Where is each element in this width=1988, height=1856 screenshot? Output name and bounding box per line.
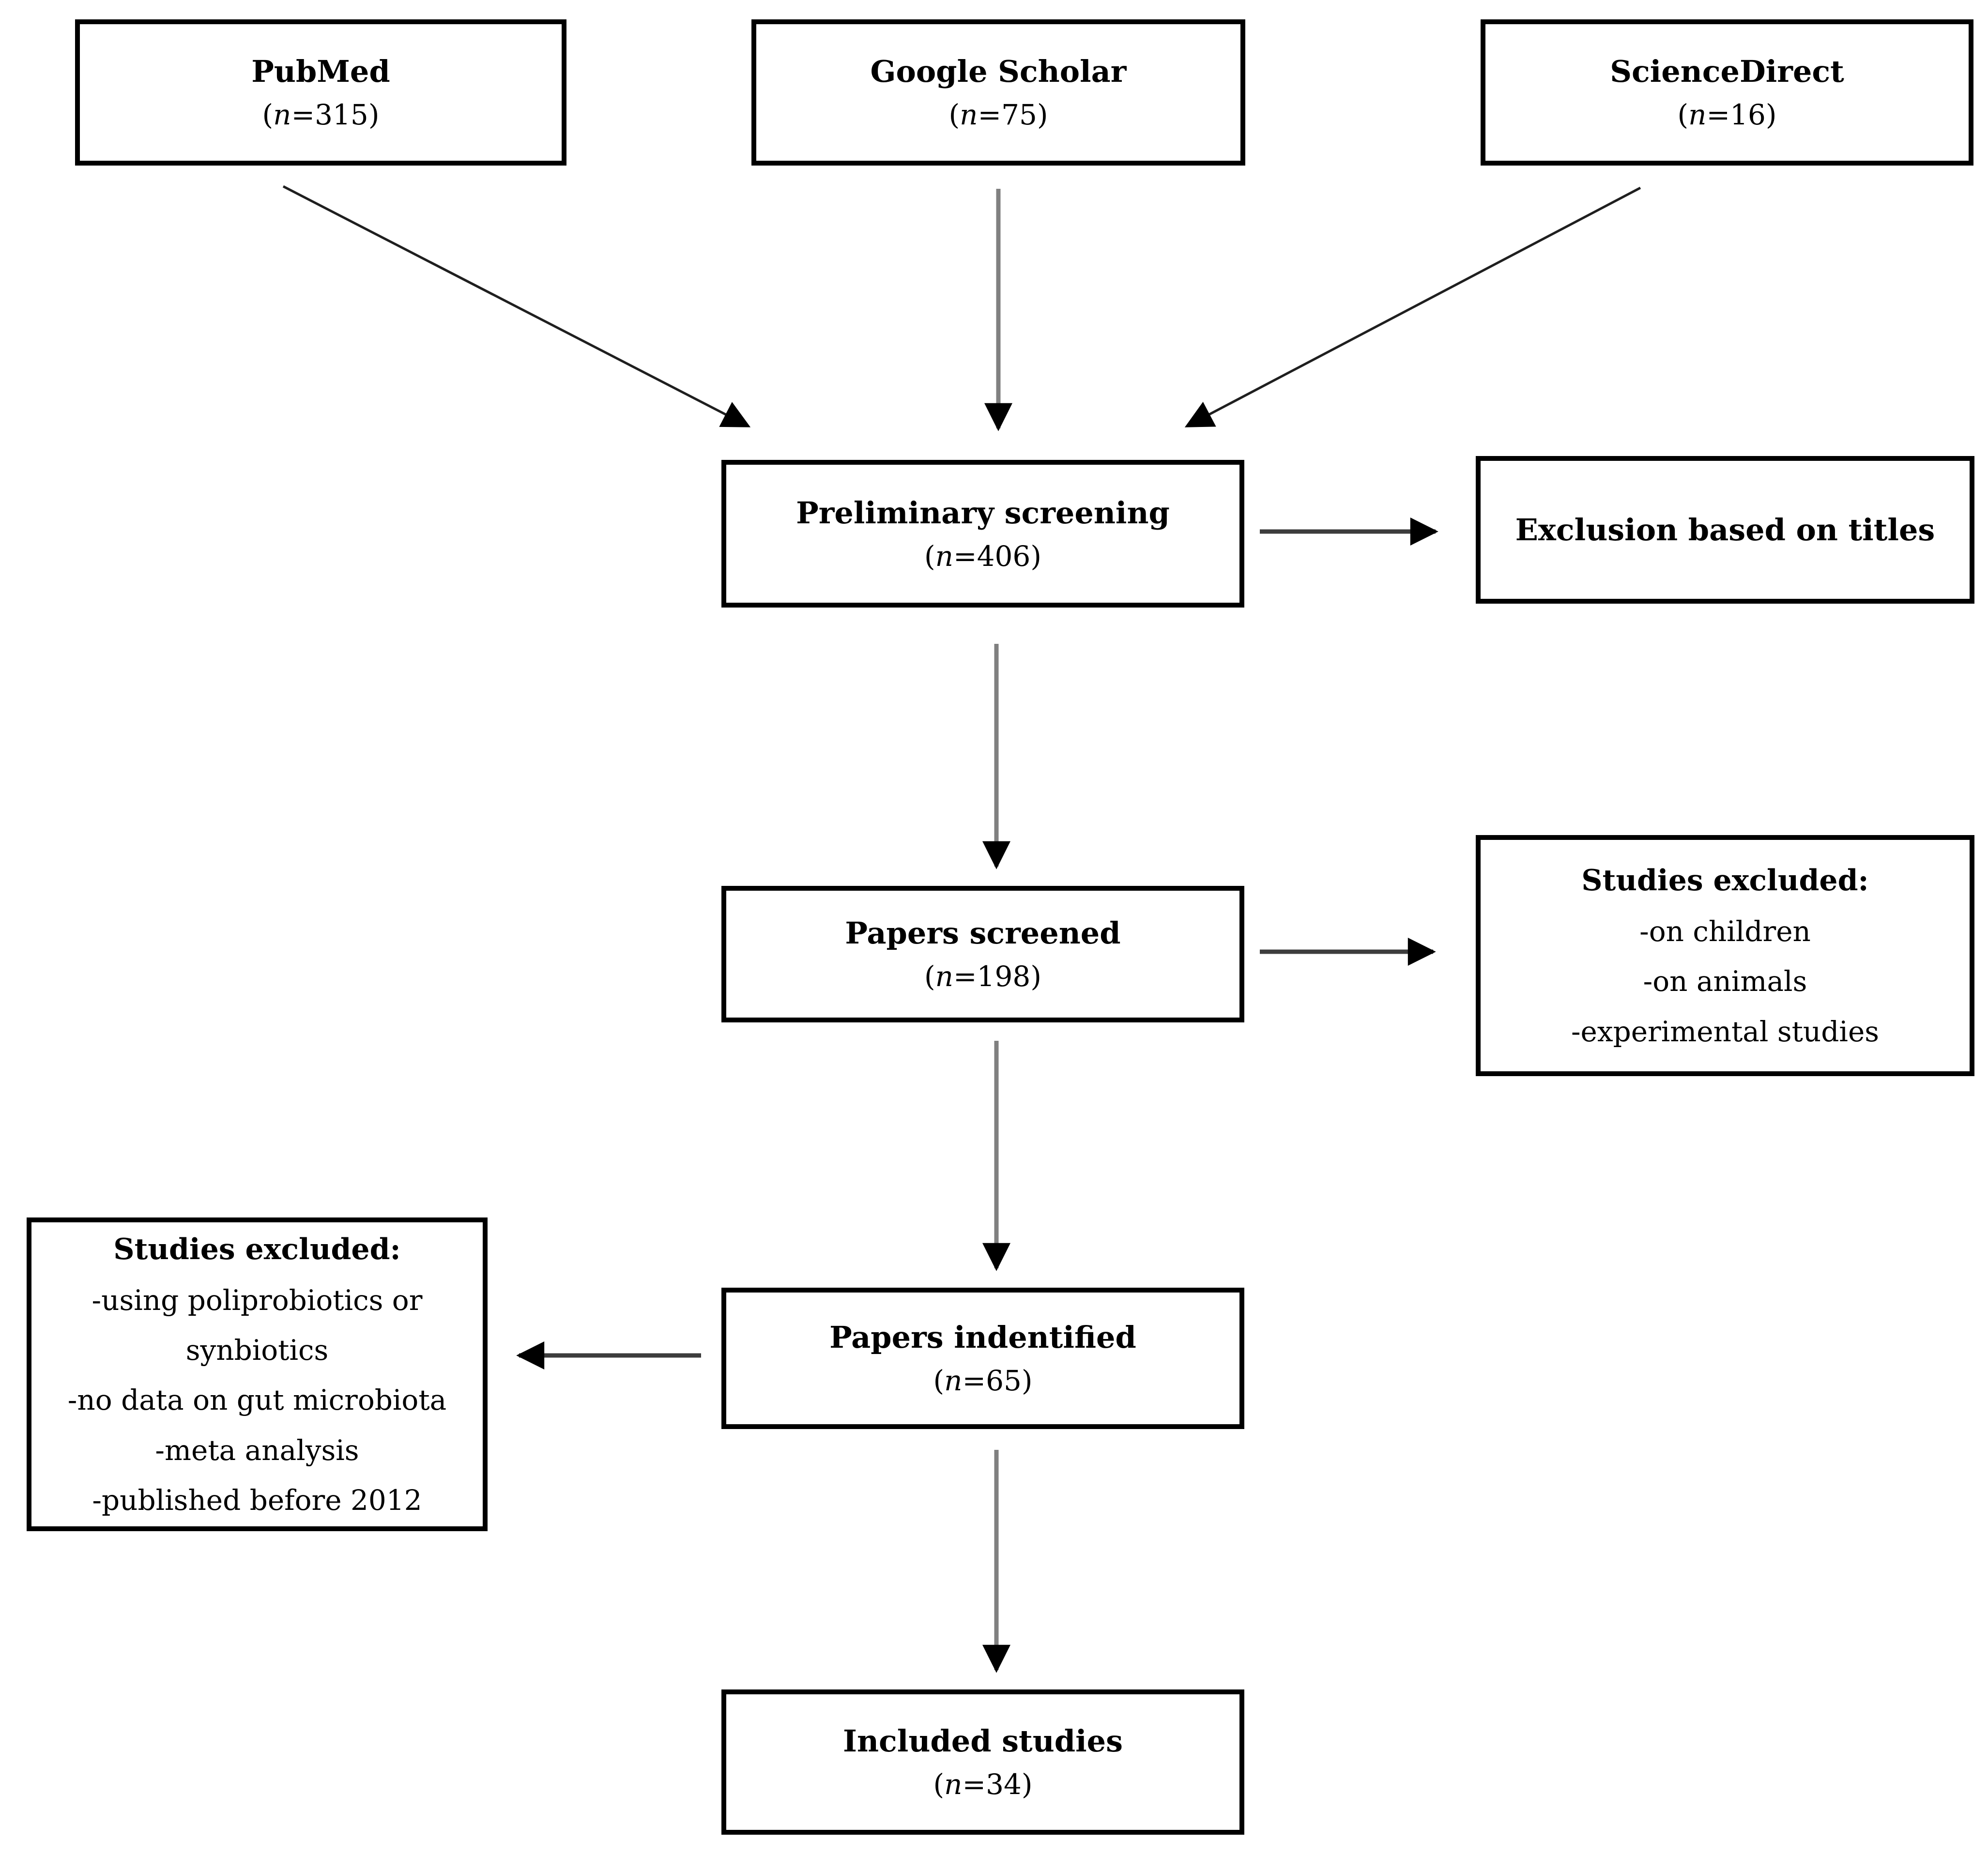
box-pubmed-count: (n=315): [262, 98, 380, 131]
box-exclusion-based-on-titles-title: Exclusion based on titles: [1515, 512, 1935, 548]
box-included-studies-title: Included studies: [842, 1723, 1123, 1759]
box-science-direct: ScienceDirect (n=16): [1481, 19, 1973, 166]
excluded-left-item: -no data on gut microbiota: [67, 1384, 447, 1417]
box-studies-excluded-right: Studies excluded: -on children -on anima…: [1476, 835, 1974, 1076]
box-papers-screened-title: Papers screened: [845, 915, 1121, 951]
box-exclusion-based-on-titles: Exclusion based on titles: [1476, 456, 1974, 604]
box-preliminary-screening-count: (n=406): [924, 539, 1041, 573]
box-papers-identified-title: Papers indentified: [829, 1320, 1136, 1355]
arrow-science-direct-to-preliminary: [1184, 186, 1641, 427]
box-science-direct-title: ScienceDirect: [1610, 54, 1844, 89]
excluded-left-item: -published before 2012: [92, 1483, 422, 1517]
excluded-left-item: -using poliprobiotics or synbiotics: [92, 1283, 423, 1367]
box-google-scholar-count: (n=75): [948, 98, 1048, 131]
arrow-pubmed-to-preliminary: [282, 185, 751, 427]
box-papers-screened-count: (n=198): [924, 960, 1041, 993]
box-studies-excluded-right-title: Studies excluded:: [1581, 864, 1869, 898]
box-pubmed: PubMed (n=315): [75, 19, 566, 166]
box-papers-identified: Papers indentified (n=65): [721, 1288, 1244, 1429]
box-included-studies: Included studies (n=34): [721, 1689, 1244, 1835]
box-google-scholar-title: Google Scholar: [870, 54, 1127, 89]
excluded-right-item: -experimental studies: [1571, 1015, 1880, 1048]
box-science-direct-count: (n=16): [1677, 98, 1777, 131]
box-pubmed-title: PubMed: [251, 54, 390, 89]
box-included-studies-count: (n=34): [933, 1768, 1033, 1801]
box-preliminary-screening-title: Preliminary screening: [796, 495, 1170, 531]
box-preliminary-screening: Preliminary screening (n=406): [721, 460, 1244, 608]
box-papers-screened: Papers screened (n=198): [721, 886, 1244, 1022]
excluded-right-item: -on children: [1639, 915, 1811, 948]
box-studies-excluded-left-title: Studies excluded:: [113, 1232, 401, 1266]
box-papers-identified-count: (n=65): [933, 1364, 1033, 1397]
excluded-right-item: -on animals: [1643, 965, 1807, 998]
excluded-left-item: -meta analysis: [155, 1433, 359, 1467]
box-studies-excluded-left: Studies excluded: -using poliprobiotics …: [27, 1217, 488, 1531]
box-google-scholar: Google Scholar (n=75): [751, 19, 1245, 166]
